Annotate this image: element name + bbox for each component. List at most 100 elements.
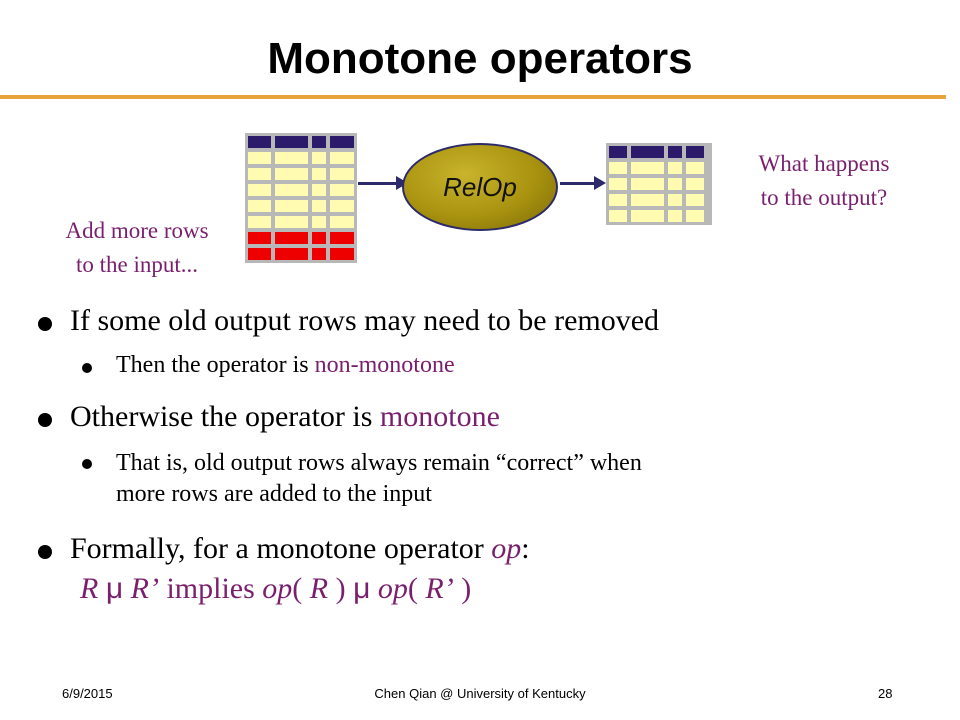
formula-close-paren-2: ) xyxy=(461,572,472,605)
output-arrow-head xyxy=(594,176,606,190)
formula-subset-symbol: μ xyxy=(105,572,124,605)
bullet-formally-prefix: Formally, for a monotone operator xyxy=(70,532,492,565)
formula-implies: implies xyxy=(166,572,255,605)
formula-r-prime: R’ xyxy=(130,572,159,605)
table-cell xyxy=(275,152,308,164)
sub-bullet-explanation: That is, old output rows always remain “… xyxy=(116,448,642,510)
bullet-formally-suffix: : xyxy=(521,532,530,565)
table-header-cell xyxy=(248,136,271,148)
table-cell xyxy=(609,178,627,190)
bullet-monotone-prefix: Otherwise the operator is xyxy=(70,400,380,433)
formula-r: R xyxy=(80,572,99,605)
table-cell xyxy=(275,216,308,228)
output-note: What happens to the output? xyxy=(724,147,924,215)
sub-bullet-line2: more rows are added to the input xyxy=(116,481,432,507)
table-cell xyxy=(275,184,308,196)
output-table xyxy=(606,143,712,225)
table-cell xyxy=(248,184,271,196)
table-cell xyxy=(686,178,704,190)
title-rule xyxy=(0,95,946,99)
table-cell xyxy=(686,194,704,206)
sub-bullet-non-monotone: Then the operator is non-monotone xyxy=(116,352,455,379)
table-cell xyxy=(312,168,326,180)
output-arrow-line xyxy=(560,182,596,185)
footer-date: 6/9/2015 xyxy=(62,686,113,701)
added-row-cell xyxy=(248,232,271,244)
table-cell xyxy=(631,210,664,222)
formula-r-prime-inner: R’ xyxy=(425,572,454,605)
added-row-cell xyxy=(275,248,308,260)
sub-bullet-dot xyxy=(82,459,92,469)
table-cell xyxy=(330,184,354,196)
table-cell xyxy=(330,152,354,164)
table-header-cell xyxy=(275,136,308,148)
table-header-cell xyxy=(631,146,664,158)
slide-title: Monotone operators xyxy=(267,34,693,83)
table-cell xyxy=(686,162,704,174)
table-header-cell xyxy=(609,146,627,158)
added-row-cell xyxy=(312,248,326,260)
input-note-line1: Add more rows xyxy=(65,218,209,243)
added-row-cell xyxy=(248,248,271,260)
table-cell xyxy=(275,200,308,212)
table-cell xyxy=(330,216,354,228)
bullet-dot xyxy=(38,317,52,331)
table-cell xyxy=(668,194,682,206)
op-term: op xyxy=(491,532,522,565)
sub-bullet-line1: That is, old output rows always remain “… xyxy=(116,450,642,476)
input-table xyxy=(245,133,357,263)
added-row-cell xyxy=(312,232,326,244)
sub-bullet-prefix: Then the operator is xyxy=(116,352,315,378)
input-note: Add more rows to the input... xyxy=(30,214,244,282)
input-arrow-line xyxy=(358,182,398,185)
monotone-term: monotone xyxy=(379,400,500,433)
table-cell xyxy=(668,162,682,174)
bullet-formally: Formally, for a monotone operator op: xyxy=(70,532,530,566)
output-note-line1: What happens xyxy=(758,151,890,176)
formula-op-2: op xyxy=(377,572,408,605)
formula-open-paren-2: ( xyxy=(407,572,418,605)
table-cell xyxy=(275,168,308,180)
added-row-cell xyxy=(330,248,354,260)
output-note-line2: to the output? xyxy=(760,185,888,210)
table-header-cell xyxy=(330,136,354,148)
table-cell xyxy=(686,210,704,222)
table-cell xyxy=(668,178,682,190)
table-header-cell xyxy=(312,136,326,148)
table-cell xyxy=(631,162,664,174)
bullet-removed-rows: If some old output rows may need to be r… xyxy=(70,304,660,337)
monotone-formula: R μ R’ implies op( R ) μ op( R’ ) xyxy=(80,572,471,606)
table-cell xyxy=(312,184,326,196)
table-cell xyxy=(312,216,326,228)
table-cell xyxy=(248,168,271,180)
sub-bullet-dot xyxy=(82,363,92,373)
formula-close-paren: ) xyxy=(335,572,346,605)
bullet-dot xyxy=(38,545,52,559)
table-cell xyxy=(609,162,627,174)
input-note-line2: to the input... xyxy=(75,252,199,277)
table-cell xyxy=(609,210,627,222)
table-cell xyxy=(248,216,271,228)
table-header-cell xyxy=(668,146,682,158)
footer-author: Chen Qian @ University of Kentucky xyxy=(374,686,586,701)
relop-node: RelOp xyxy=(402,143,558,231)
formula-open-paren: ( xyxy=(292,572,303,605)
footer-page-number: 28 xyxy=(878,686,893,701)
added-row-cell xyxy=(275,232,308,244)
table-cell xyxy=(312,152,326,164)
non-monotone-term: non-monotone xyxy=(314,352,455,378)
table-cell xyxy=(330,168,354,180)
table-cell xyxy=(631,178,664,190)
table-cell xyxy=(248,152,271,164)
table-cell xyxy=(248,200,271,212)
added-row-cell xyxy=(330,232,354,244)
relop-label: RelOp xyxy=(443,171,517,202)
formula-subset-symbol-2: μ xyxy=(353,572,371,605)
table-cell xyxy=(668,210,682,222)
bullet-dot xyxy=(38,413,52,427)
formula-op: op xyxy=(262,572,293,605)
bullet-monotone: Otherwise the operator is monotone xyxy=(70,400,500,434)
table-cell xyxy=(631,194,664,206)
table-cell xyxy=(330,200,354,212)
